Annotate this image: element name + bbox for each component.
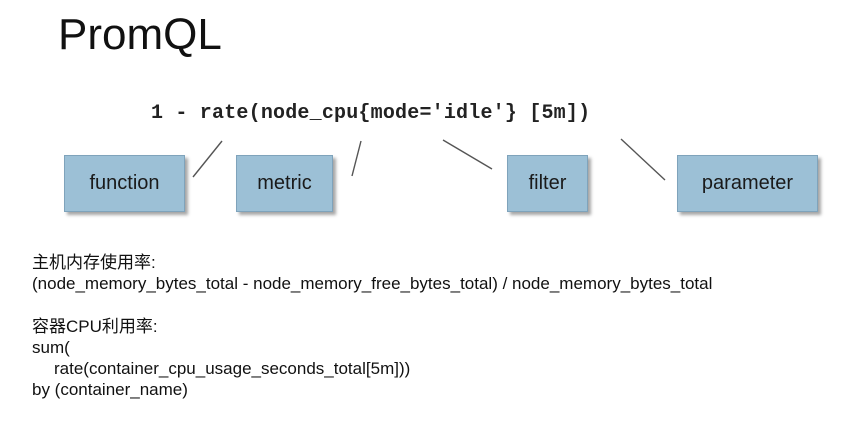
container-cpu-query-line-3: by (container_name) [32, 380, 188, 399]
promql-expression: 1 - rate(node_cpu{mode='idle'} [5m]) [151, 102, 591, 125]
container-cpu-heading: 容器CPU利用率: [32, 317, 158, 336]
example-notes: 主机内存使用率: (node_memory_bytes_total - node… [32, 252, 712, 400]
memory-usage-query: (node_memory_bytes_total - node_memory_f… [32, 274, 713, 293]
filter-label: filter [528, 172, 567, 194]
page-title: PromQL [58, 10, 222, 59]
function-label: function [89, 172, 160, 194]
connector-filter [442, 139, 493, 170]
parameter-label: parameter [701, 172, 794, 194]
function-label-box: function [64, 155, 185, 212]
metric-label: metric [257, 172, 312, 194]
metric-label-box: metric [236, 155, 333, 212]
parameter-label-box: parameter [677, 155, 818, 212]
memory-usage-heading: 主机内存使用率: [32, 253, 156, 272]
connector-metric [351, 140, 362, 177]
container-cpu-query-line-1: sum( [32, 338, 70, 357]
connector-function [192, 140, 223, 178]
connector-parameter [620, 138, 666, 181]
container-cpu-query-line-2: rate(container_cpu_usage_seconds_total[5… [54, 359, 411, 378]
filter-label-box: filter [507, 155, 588, 212]
